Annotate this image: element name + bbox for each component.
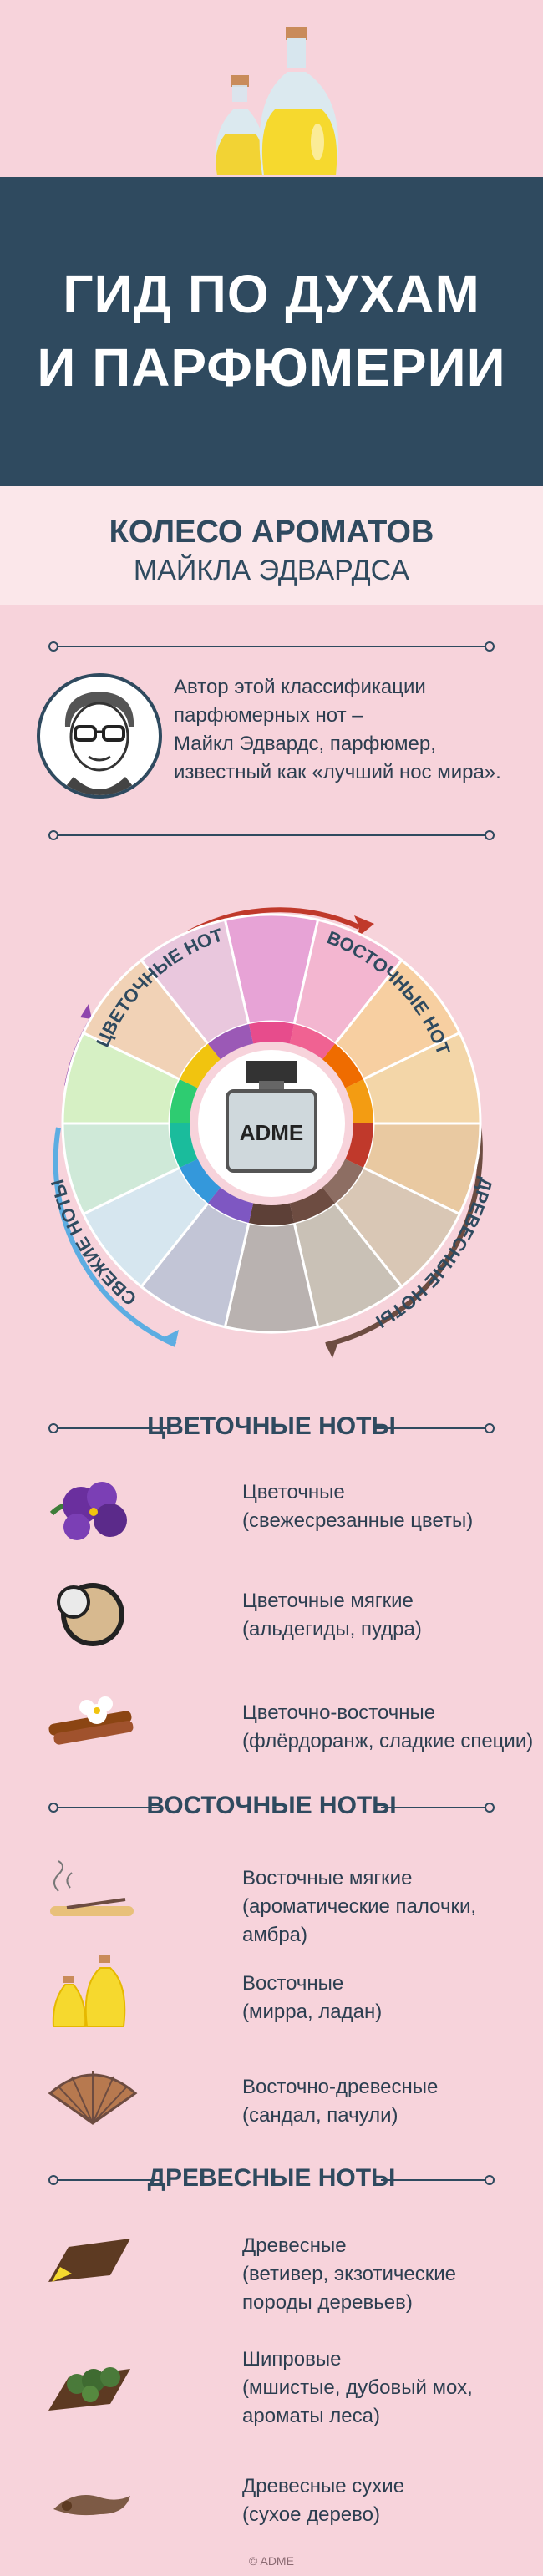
note-detail: ароматы леса) <box>242 2405 380 2427</box>
note-title: Восточные <box>242 1972 344 1995</box>
note-detail: (сандал, пачули) <box>242 2104 398 2127</box>
wheel-ring-segment <box>248 1022 295 1044</box>
note-detail: (мшистые, дубовый мох, <box>242 2376 473 2399</box>
note-title: Древесные <box>242 2234 347 2257</box>
note-oriental: Восточные (мирра, ладан) <box>242 1970 382 2026</box>
note-detail: (свежесрезанные цветы) <box>242 1509 474 1532</box>
oil-bottles-icon <box>215 27 339 175</box>
wheel-center-label: ADME <box>240 1120 304 1145</box>
wood-plank-icon <box>48 2239 130 2282</box>
note-woody: Древесные (ветивер, экзотические породы … <box>242 2232 456 2317</box>
incense-stick-icon <box>50 1860 134 1916</box>
note-oriental-woody: Восточно-древесные (сандал, пачули) <box>242 2073 438 2130</box>
divider <box>48 1420 495 1437</box>
wheel-ring-segment <box>289 1187 336 1223</box>
note-woody-dry: Древесные сухие (сухое дерево) <box>242 2472 404 2529</box>
divider <box>48 2172 495 2188</box>
note-chypre: Шипровые (мшистые, дубовый мох, ароматы … <box>242 2345 473 2431</box>
cinnamon-orange-blossom-icon <box>48 1696 134 1745</box>
perfume-cap-icon <box>246 1061 297 1083</box>
note-detail: (сухое дерево) <box>242 2503 380 2526</box>
note-floral: Цветочные (свежесрезанные цветы) <box>242 1478 473 1535</box>
note-floral-soft: Цветочные мягкие (альдегиды, пудра) <box>242 1587 422 1644</box>
author-line: парфюмерных нот – <box>174 704 363 727</box>
copyright: © ADME <box>249 2554 294 2568</box>
wheel-ring-segment <box>248 1203 295 1225</box>
wheel-segments <box>61 913 482 1334</box>
page-title-line2: И ПАРФЮМЕРИИ <box>37 337 506 398</box>
perfume-bottle-icon <box>226 1089 317 1173</box>
wheel-ring-segment <box>322 1159 363 1204</box>
subheader-band <box>0 486 543 605</box>
wheel-ring-segment <box>180 1043 221 1088</box>
wheel-ring-segment <box>207 1187 254 1223</box>
note-oriental-soft: Восточные мягкие (ароматические палочки,… <box>242 1864 543 1950</box>
page-title-line1: ГИД ПО ДУХАМ <box>63 264 480 324</box>
wheel-inner-ring <box>170 1022 373 1225</box>
section-title-floral: ЦВЕТОЧНЫЕ НОТЫ <box>147 1412 396 1440</box>
dry-wood-icon <box>53 2495 130 2516</box>
divider <box>48 638 495 655</box>
note-title: Древесные сухие <box>242 2475 405 2497</box>
section-title-woody: ДРЕВЕСНЫЕ НОТЫ <box>147 2164 396 2192</box>
note-title: Цветочные мягкие <box>242 1590 414 1612</box>
oak-moss-wood-icon <box>48 2367 130 2411</box>
section-title-oriental: ВОСТОЧНЫЕ НОТЫ <box>146 1792 397 1819</box>
note-title: Цветочные <box>242 1481 345 1504</box>
note-detail: (ветивер, экзотические <box>242 2263 457 2285</box>
author-line: известный как «лучший нос мира». <box>174 761 501 783</box>
powder-compact-icon <box>57 1583 124 1646</box>
wheel-ring-segment <box>180 1159 221 1204</box>
wheel-ring-segment <box>170 1079 198 1123</box>
author-portrait <box>37 673 162 799</box>
author-line: Автор этой классификации <box>174 676 426 698</box>
wheel-ring-segment <box>345 1079 373 1123</box>
top-illustration-area <box>0 0 543 177</box>
divider <box>48 827 495 844</box>
wheel-ring-segment <box>345 1123 373 1168</box>
violet-flower-icon <box>49 1482 127 1540</box>
note-title: Шипровые <box>242 2348 342 2371</box>
note-detail: (флёрдоранж, сладкие специи) <box>242 1730 534 1752</box>
note-detail: (ароматические палочки, амбра) <box>242 1895 477 1946</box>
note-title: Цветочно-восточные <box>242 1701 436 1724</box>
wheel-ring-segment <box>207 1024 254 1060</box>
wheel-ring-segment <box>322 1043 363 1088</box>
subtitle-line1: КОЛЕСО АРОМАТОВ <box>109 515 434 550</box>
header-banner <box>0 177 543 486</box>
note-detail: породы деревьев) <box>242 2291 413 2314</box>
wheel-ring-segment <box>170 1123 198 1168</box>
author-line: Майкл Эдвардс, парфюмер, <box>174 733 436 755</box>
note-title: Восточные мягкие <box>242 1867 413 1889</box>
subtitle-line2: МАЙКЛА ЭДВАРДСА <box>133 555 410 586</box>
note-detail: (альдегиды, пудра) <box>242 1618 422 1640</box>
divider <box>48 1799 495 1816</box>
wheel-ring-segment <box>289 1024 336 1060</box>
myrrh-bottles-icon <box>52 1955 126 2027</box>
note-floral-oriental: Цветочно-восточные (флёрдоранж, сладкие … <box>242 1699 533 1756</box>
author-description: Автор этой классификации парфюмерных нот… <box>174 673 533 787</box>
note-detail: (мирра, ладан) <box>242 2000 383 2023</box>
sandalwood-fan-icon <box>48 2071 138 2125</box>
note-title: Восточно-древесные <box>242 2076 439 2098</box>
fragrance-wheel: ADME ЦВЕТОЧНЫЕ НОТЫ ВОСТОЧНЫЕ НОТЫ ДРЕВЕ… <box>25 877 497 1358</box>
